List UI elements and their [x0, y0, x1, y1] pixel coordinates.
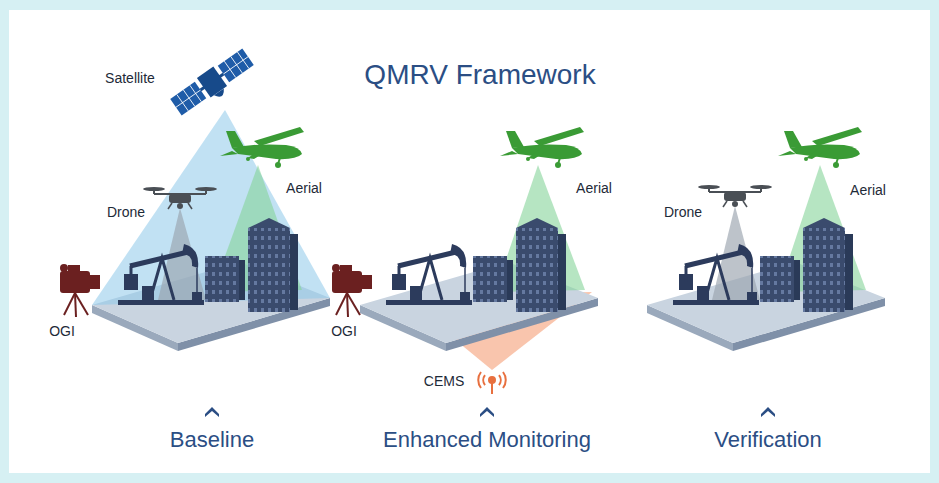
stage-label: Enhanced Monitoring [383, 427, 591, 452]
device-label: CEMS [424, 373, 464, 389]
stage-label: Baseline [170, 427, 254, 452]
device-label: Aerial [850, 182, 886, 198]
device-label: Drone [107, 204, 145, 220]
device-label: OGI [331, 323, 357, 339]
stage-label: Verification [714, 427, 822, 452]
device-label: Satellite [105, 70, 155, 86]
device-label: Aerial [576, 180, 612, 196]
device-label: Aerial [286, 180, 322, 196]
device-label: Drone [664, 204, 702, 220]
device-label: OGI [49, 323, 75, 339]
diagram-title: QMRV Framework [364, 59, 595, 91]
